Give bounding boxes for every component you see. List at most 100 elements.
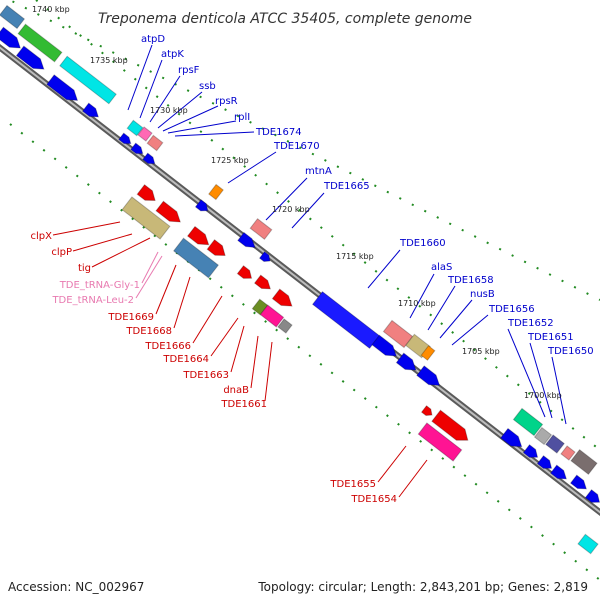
- gene-arrow: [499, 427, 523, 448]
- leader-line: [551, 356, 567, 425]
- leader-line: [507, 328, 546, 418]
- gene-arrow: [186, 225, 210, 246]
- gene-label: TDE1650: [547, 346, 594, 357]
- leader-line: [141, 251, 159, 284]
- gene-block: [311, 290, 381, 350]
- scale-dot-line-2: [7, 0, 600, 301]
- leader-line: [451, 314, 489, 346]
- gene-features: [0, 4, 600, 555]
- leader-line: [230, 325, 245, 373]
- gene-arrow: [416, 365, 441, 386]
- gene-arrow: [431, 409, 469, 441]
- scale-label: 1715 kbp: [336, 252, 374, 261]
- gene-arrow: [0, 26, 21, 49]
- gene-label: atpK: [161, 49, 184, 60]
- leader-line: [291, 192, 325, 229]
- leader-line: [265, 177, 308, 221]
- gene-block: [17, 23, 63, 63]
- leader-line: [377, 445, 407, 483]
- map-title: Treponema denticola ATCC 35405, complete…: [98, 11, 472, 27]
- gene-label: TDE1669: [107, 312, 154, 323]
- scale-ticks: [7, 0, 600, 581]
- gene-arrow: [118, 132, 132, 145]
- genome-summary-text: Topology: circular; Length: 2,843,201 bp…: [258, 580, 588, 594]
- gene-label: TDE1656: [488, 304, 535, 315]
- gene-block: [259, 304, 285, 328]
- gene-block: [570, 449, 598, 475]
- gene-block: [417, 422, 463, 462]
- gene-label: clpX: [31, 231, 53, 242]
- gene-block: [121, 196, 171, 240]
- gene-arrow: [371, 334, 397, 357]
- gene-block: [0, 4, 26, 30]
- gene-label: TDE_tRNA-Leu-2: [51, 295, 134, 306]
- gene-block: [146, 134, 164, 152]
- gene-label: TDE1660: [399, 238, 446, 249]
- gene-arrow: [253, 274, 272, 290]
- gene-block: [577, 533, 599, 555]
- gene-block: [512, 407, 544, 437]
- gene-arrow: [395, 352, 417, 371]
- gene-label: TDE1665: [323, 181, 370, 192]
- scale-dot-line-1: [9, 123, 600, 581]
- leader-line: [427, 285, 456, 331]
- gene-arrow: [142, 152, 156, 165]
- leader-line: [264, 341, 273, 402]
- leader-line: [157, 91, 203, 129]
- gene-arrow: [522, 444, 539, 458]
- gene-arrow: [81, 102, 100, 118]
- scale-label: 1735 kbp: [90, 56, 128, 65]
- gene-label: TDE1655: [329, 479, 376, 490]
- gene-label: TDE1661: [220, 399, 267, 410]
- leader-line: [149, 75, 181, 123]
- gene-label: TDE1664: [162, 354, 209, 365]
- gene-arrow: [236, 265, 253, 279]
- scale-label: 1725 kbp: [211, 156, 249, 165]
- gene-arrow: [569, 474, 588, 490]
- leader-line: [409, 273, 435, 319]
- leader-line: [439, 299, 473, 339]
- gene-arrow: [15, 45, 45, 70]
- leader-line: [52, 221, 121, 236]
- gene-label: rpsR: [215, 96, 238, 107]
- gene-arrow: [136, 184, 156, 202]
- leader-line: [367, 249, 401, 289]
- scale-label: 1700 kbp: [524, 391, 562, 400]
- gene-label: TDE1668: [125, 326, 172, 337]
- gene-block: [137, 126, 153, 142]
- gene-label: mtnA: [305, 166, 332, 177]
- gene-label: TDE1670: [273, 141, 320, 152]
- gene-arrow: [584, 489, 600, 503]
- leader-line: [227, 151, 277, 184]
- gene-block: [382, 319, 414, 349]
- gene-label: atpD: [141, 34, 165, 45]
- gene-block: [59, 55, 117, 105]
- gene-block: [249, 218, 273, 240]
- gene-label: tig: [78, 263, 91, 274]
- gene-arrow: [536, 455, 553, 469]
- accession-text: Accession: NC_002967: [8, 580, 145, 594]
- gene-label: dnaB: [223, 385, 249, 396]
- gene-label: TDE1651: [527, 332, 574, 343]
- leader-line: [127, 44, 153, 111]
- leader-line: [72, 233, 133, 252]
- gene-block: [545, 434, 565, 454]
- leader-line: [250, 335, 259, 389]
- gene-label: TDE1674: [255, 127, 302, 138]
- gene-arrow: [155, 200, 181, 223]
- gene-block: [533, 426, 553, 446]
- gene-label: TDE1663: [182, 370, 229, 381]
- gene-arrow: [46, 74, 79, 101]
- gene-label: ssb: [199, 81, 216, 92]
- gene-block: [420, 345, 436, 361]
- gene-arrow: [237, 231, 256, 249]
- gene-block: [560, 445, 576, 461]
- gene-label: alaS: [431, 262, 452, 273]
- leader-line: [192, 295, 223, 344]
- leader-line: [135, 255, 163, 299]
- gene-label: nusB: [470, 289, 495, 300]
- gene-arrow: [258, 251, 271, 262]
- gene-arrow: [206, 239, 226, 257]
